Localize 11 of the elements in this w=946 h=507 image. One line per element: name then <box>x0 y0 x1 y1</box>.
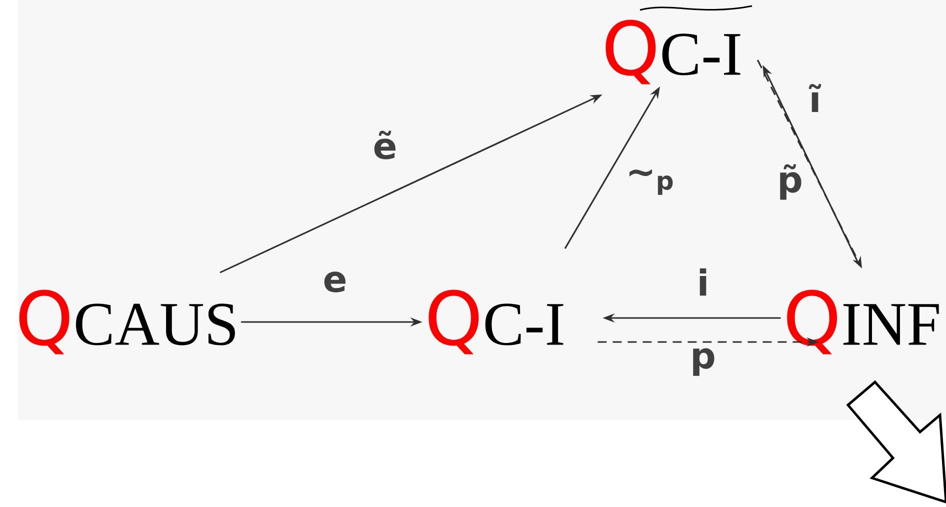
edge-label: ĩ <box>808 84 822 112</box>
edge-label: p̃ <box>780 164 802 200</box>
math-term: QC-I <box>606 20 740 84</box>
edge-label: i <box>700 268 706 296</box>
math-term: QC-I <box>428 290 564 354</box>
edge-label: ∼$_{p}$ <box>629 169 673 195</box>
math-term: QCAUS <box>19 290 235 354</box>
edge-label: e <box>324 272 346 292</box>
math-term: QINF <box>787 290 939 354</box>
edge-label: p <box>693 348 714 376</box>
edge-label: ẽ <box>374 130 396 160</box>
